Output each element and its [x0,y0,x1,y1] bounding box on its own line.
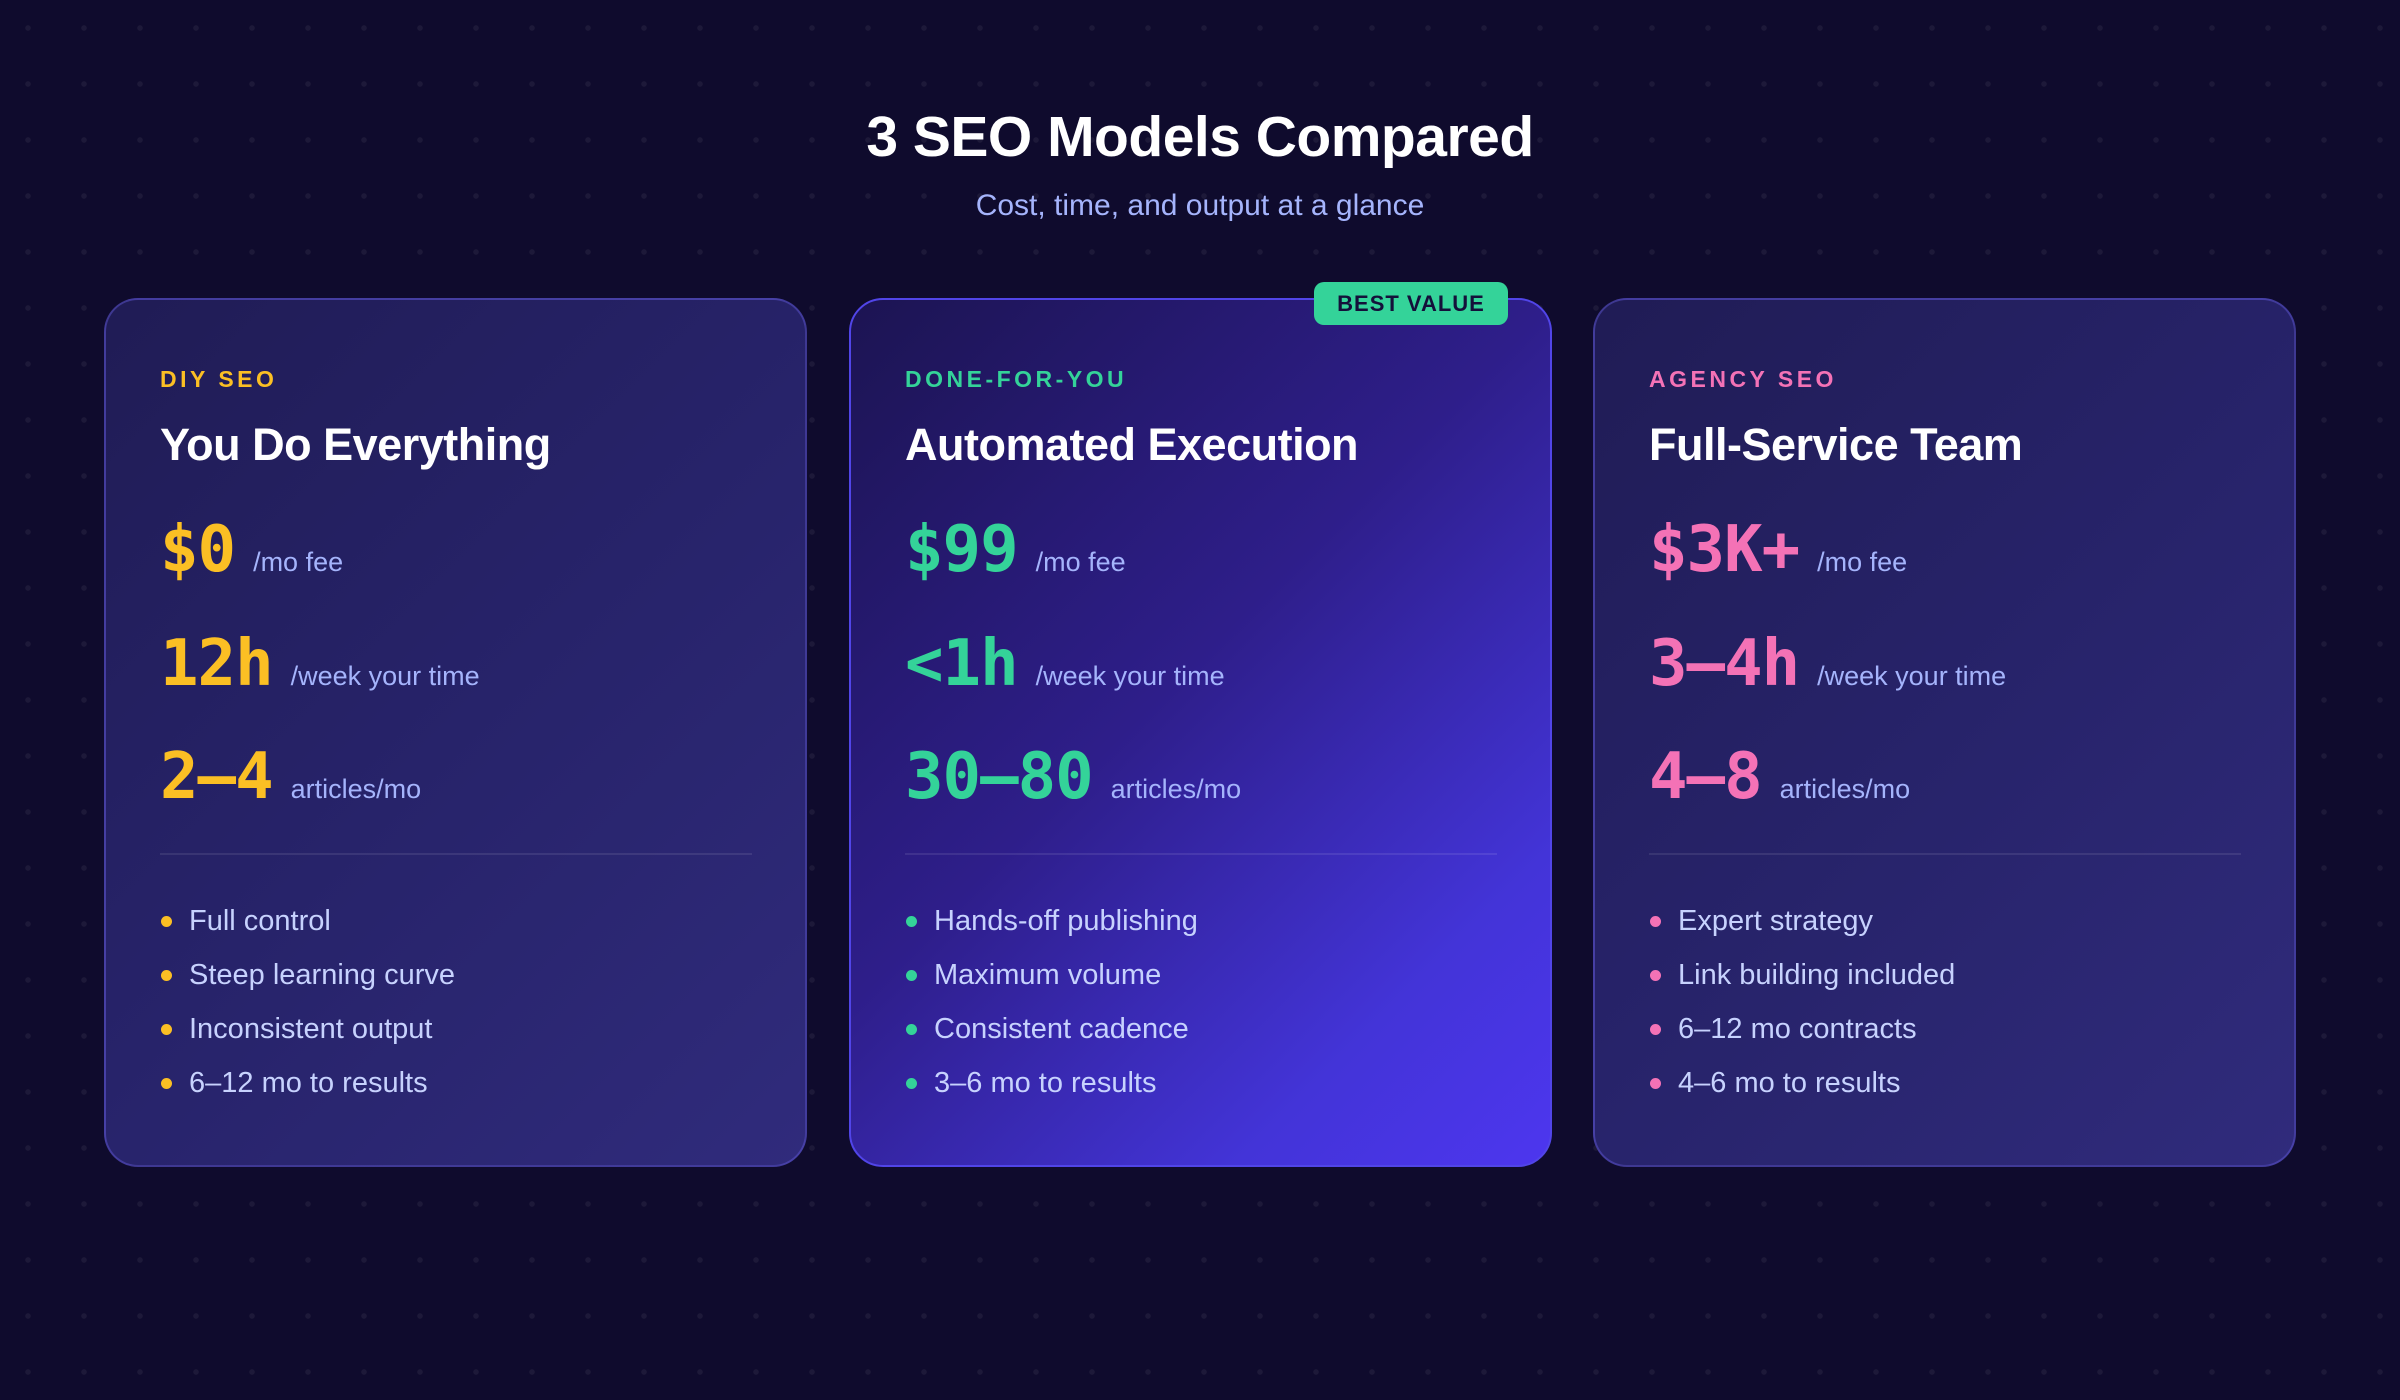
feature-item: Full control [160,894,455,948]
feature-item: Link building included [1649,948,1955,1002]
feature-text: 3–6 mo to results [934,1066,1157,1099]
stat-weekly-time: 3–4h /week your time [1649,624,2006,704]
page-subtitle: Cost, time, and output at a glance [975,189,1425,222]
feature-text: Maximum volume [934,958,1162,991]
feature-text: 6–12 mo contracts [1678,1012,1917,1045]
stat-unit: articles/mo [1779,774,1911,804]
feature-text: Steep learning curve [189,958,455,991]
stat-monthly-fee: $3K+ /mo fee [1649,510,1907,590]
feature-text: Inconsistent output [189,1012,433,1045]
card-divider [1649,853,2241,855]
stat-value: 12h [160,627,274,701]
bullet-dot-icon [161,1077,172,1089]
stat-articles: 2–4 articles/mo [160,737,421,817]
bullet-dot-icon [161,1023,172,1035]
stat-value: $99 [905,513,1019,587]
stat-unit: /week your time [1035,661,1225,691]
stat-unit: /week your time [1817,661,2007,691]
stat-value: 2–4 [160,740,274,814]
bullet-dot-icon [1650,1023,1661,1035]
feature-item: 3–6 mo to results [905,1056,1198,1110]
stat-articles: 30–80 articles/mo [905,737,1241,817]
bullet-dot-icon [1650,915,1661,927]
stat-unit: articles/mo [290,774,422,804]
stat-value: $0 [160,513,236,587]
feature-list: Hands-off publishing Maximum volume Cons… [905,894,1198,1110]
stat-value: 4–8 [1649,740,1763,814]
card-divider [905,853,1497,855]
best-value-badge: BEST VALUE [1314,282,1508,325]
stat-monthly-fee: $99 /mo fee [905,510,1126,590]
stat-value: 30–80 [905,740,1094,814]
card-label: DIY SEO [160,366,278,392]
feature-text: Consistent cadence [934,1012,1189,1045]
pricing-card-diy: DIY SEO You Do Everything $0 /mo fee 12h… [104,298,807,1167]
stat-unit: /week your time [290,661,480,691]
pricing-card-done-for-you: BEST VALUE DONE-FOR-YOU Automated Execut… [849,282,1552,1167]
feature-item: Hands-off publishing [905,894,1198,948]
pricing-card-agency: AGENCY SEO Full-Service Team $3K+ /mo fe… [1593,298,2296,1167]
bullet-dot-icon [1650,1077,1661,1089]
bullet-dot-icon [906,969,917,981]
bullet-dot-icon [906,1023,917,1035]
feature-item: 6–12 mo to results [160,1056,455,1110]
feature-item: Inconsistent output [160,1002,455,1056]
feature-item: 4–6 mo to results [1649,1056,1955,1110]
feature-list: Expert strategy Link building included 6… [1649,894,1955,1110]
stat-weekly-time: 12h /week your time [160,624,480,704]
card-divider [160,853,752,855]
bullet-dot-icon [906,915,917,927]
card-label: DONE-FOR-YOU [905,366,1128,392]
card-title: Automated Execution [905,419,1359,470]
stat-unit: articles/mo [1110,774,1242,804]
feature-text: Full control [189,904,331,937]
feature-text: 6–12 mo to results [189,1066,428,1099]
card-title: You Do Everything [160,419,551,470]
stat-unit: /mo fee [1817,547,1908,577]
feature-text: 4–6 mo to results [1678,1066,1901,1099]
stat-unit: /mo fee [1035,547,1126,577]
feature-item: Steep learning curve [160,948,455,1002]
feature-item: Consistent cadence [905,1002,1198,1056]
feature-text: Hands-off publishing [934,904,1198,937]
stat-value: 3–4h [1649,627,1800,701]
feature-item: Maximum volume [905,948,1198,1002]
card-title: Full-Service Team [1649,419,2023,470]
bullet-dot-icon [161,915,172,927]
stat-value: $3K+ [1649,513,1800,587]
stat-articles: 4–8 articles/mo [1649,737,1910,817]
stat-value: <1h [905,627,1019,701]
stat-weekly-time: <1h /week your time [905,624,1225,704]
bullet-dot-icon [1650,969,1661,981]
card-label: AGENCY SEO [1649,366,1837,392]
page-title: 3 SEO Models Compared [866,105,1534,169]
feature-text: Link building included [1678,958,1956,991]
bullet-dot-icon [161,969,172,981]
stat-unit: /mo fee [253,547,344,577]
feature-item: 6–12 mo contracts [1649,1002,1955,1056]
feature-text: Expert strategy [1678,904,1874,937]
feature-list: Full control Steep learning curve Incons… [160,894,455,1110]
stat-monthly-fee: $0 /mo fee [160,510,343,590]
feature-item: Expert strategy [1649,894,1955,948]
bullet-dot-icon [906,1077,917,1089]
